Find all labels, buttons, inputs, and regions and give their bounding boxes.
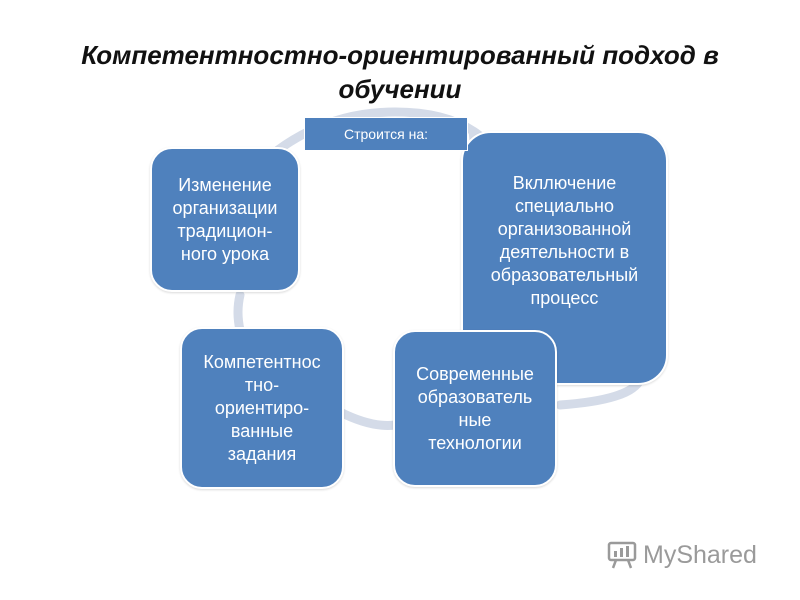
node-competence-tasks: Компетентнос тно- ориентиро- ванные зада… — [180, 327, 344, 489]
cycle-label: Строится на: — [304, 117, 468, 151]
presentation-board-icon — [607, 541, 637, 569]
watermark: MyShared — [607, 537, 767, 573]
node-activity-inclusion-text: Вкллючение специально организованной дея… — [490, 173, 639, 308]
node-lesson-change-text: Изменение организации традицион- ного ур… — [172, 174, 278, 264]
node-competence-tasks-text: Компетентнос тно- ориентиро- ванные зада… — [203, 351, 321, 464]
cycle-arc-bottom — [335, 407, 400, 430]
diagram-title: Компетентностно-ориентированный подход в… — [81, 40, 719, 104]
node-modern-technologies: Современные образователь ные технологии — [393, 330, 557, 487]
watermark-text: MyShared — [643, 540, 757, 569]
cycle-arc-left — [233, 290, 245, 335]
node-modern-technologies-text: Современные образователь ные технологии — [416, 363, 534, 453]
node-lesson-change: Изменение организации традицион- ного ур… — [150, 147, 300, 292]
